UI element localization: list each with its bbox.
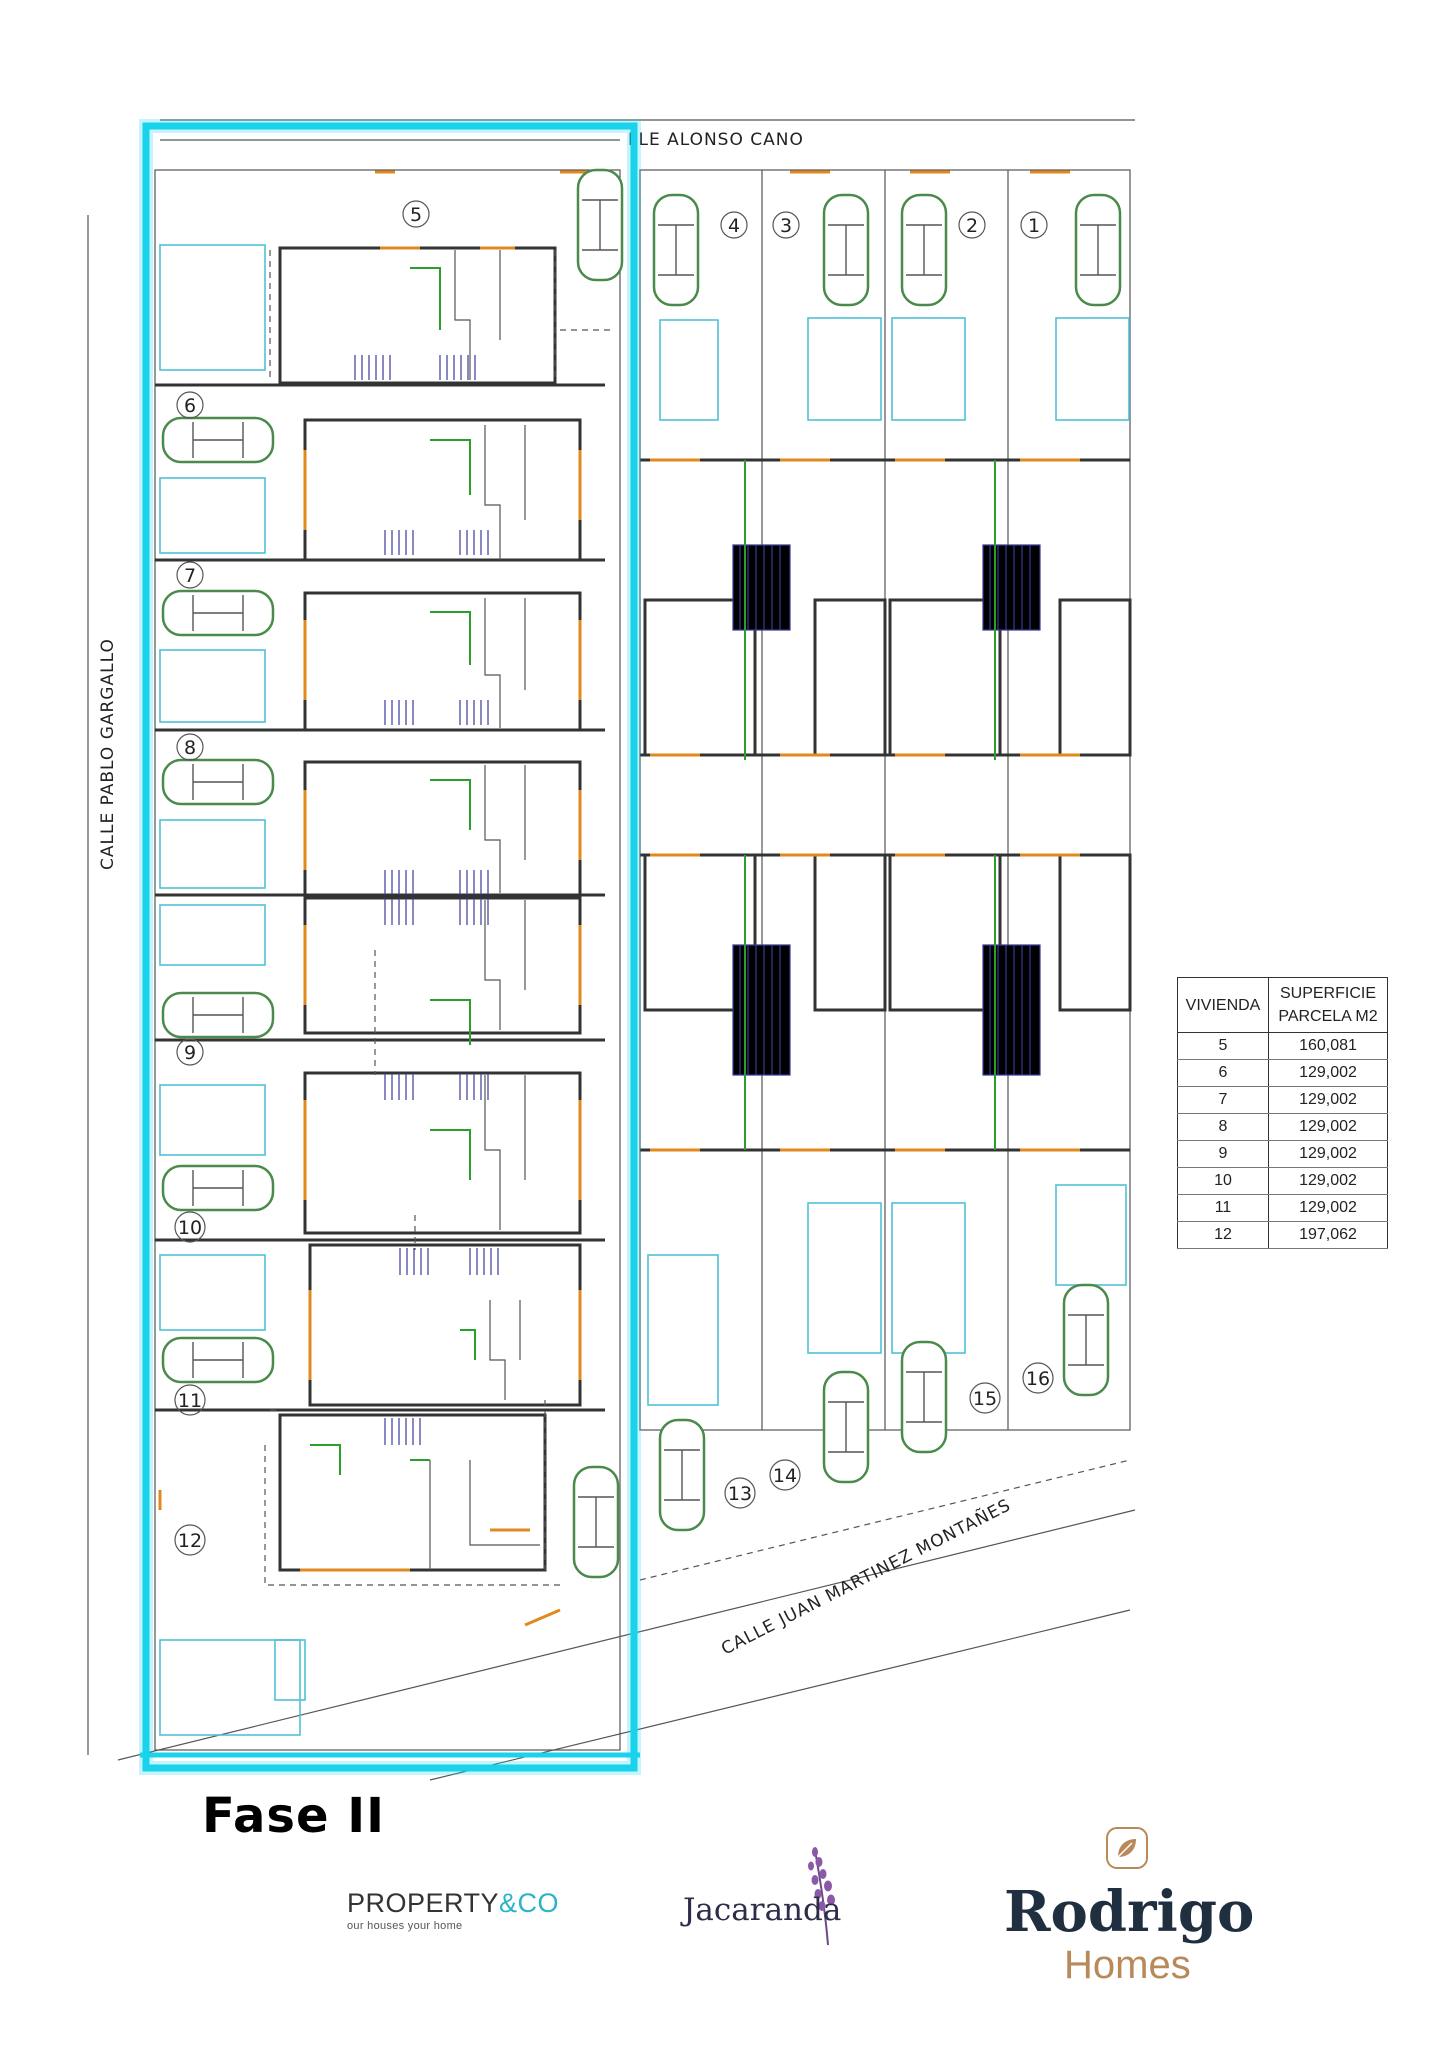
cell-vivienda: 8: [1177, 1113, 1269, 1141]
jacaranda-flower-icon: [808, 1847, 835, 1946]
svg-text:11: 11: [178, 1390, 202, 1412]
site-plan: LLE ALONSO CANO CALLE PABLO GARGALLO CAL…: [87, 119, 1136, 1781]
cell-vivienda: 11: [1177, 1194, 1269, 1222]
svg-text:7: 7: [184, 565, 196, 587]
cell-vivienda: 7: [1177, 1086, 1269, 1114]
property-co-amp: &CO: [499, 1888, 560, 1918]
rodrigo-wordmark: Rodrigo: [1004, 1879, 1255, 1945]
cell-superficie: 129,002: [1268, 1086, 1388, 1114]
street-lines: [87, 119, 1136, 1781]
homes-wordmark: Homes: [1064, 1943, 1191, 1987]
cell-superficie: 129,002: [1268, 1059, 1388, 1087]
phase-highlight: [139, 119, 641, 1775]
jacaranda-wordmark: Jacaranda: [683, 1892, 842, 1928]
plot-11: 11: [174, 1384, 206, 1416]
plot-13: 13: [724, 1477, 756, 1509]
plot-7: 7: [176, 561, 204, 589]
plot-numbers: 1 2 3 4 5 6 7 8 9 10 11 12 13 14 15 16: [174, 200, 1054, 1556]
plot-1: 1: [1020, 211, 1048, 239]
cell-superficie: 129,002: [1268, 1140, 1388, 1168]
svg-text:9: 9: [184, 1042, 196, 1064]
plot-6: 6: [176, 391, 204, 419]
cell-vivienda: 9: [1177, 1140, 1269, 1168]
svg-text:1: 1: [1028, 215, 1040, 237]
svg-text:4: 4: [728, 215, 740, 237]
table-header-vivienda: VIVIENDA: [1177, 977, 1269, 1033]
table-header-superficie: SUPERFICIE PARCELA M2: [1268, 977, 1388, 1033]
table-header-superficie-line2: PARCELA M2: [1278, 1008, 1378, 1025]
plot-14: 14: [769, 1459, 801, 1491]
property-co-main: PROPERTY: [347, 1888, 500, 1918]
plot-5: 5: [402, 200, 430, 228]
parked-cars: [161, 168, 1122, 1579]
cell-superficie: 129,002: [1268, 1194, 1388, 1222]
west-block: [154, 169, 621, 1751]
east-block: [560, 169, 1132, 1431]
cell-vivienda: 5: [1177, 1032, 1269, 1060]
phase-label: Fase II: [202, 1788, 385, 1844]
plot-12: 12: [174, 1524, 206, 1556]
jacaranda-logo: Jacaranda: [683, 1840, 873, 1950]
svg-text:2: 2: [966, 215, 978, 237]
svg-text:15: 15: [973, 1388, 997, 1410]
street-label-south: CALLE JUAN MARTINEZ MONTAÑES: [717, 1494, 1014, 1660]
rodrigo-leaf-icon: [1106, 1827, 1148, 1869]
property-co-tagline: our houses your home: [347, 1920, 463, 1932]
plot-9: 9: [176, 1038, 204, 1066]
cell-superficie: 129,002: [1268, 1167, 1388, 1195]
svg-text:12: 12: [178, 1530, 202, 1552]
cell-vivienda: 12: [1177, 1221, 1269, 1249]
svg-text:10: 10: [178, 1217, 202, 1239]
plot-15: 15: [969, 1382, 1001, 1414]
cell-vivienda: 10: [1177, 1167, 1269, 1195]
property-co-wordmark: PROPERTY&CO: [347, 1888, 559, 1919]
svg-text:5: 5: [410, 204, 422, 226]
svg-text:13: 13: [728, 1483, 752, 1505]
street-label-north: LLE ALONSO CANO: [628, 130, 804, 150]
svg-text:16: 16: [1026, 1368, 1050, 1390]
rodrigo-homes-logo: Rodrigo Homes: [1004, 1825, 1255, 1987]
cell-superficie: 129,002: [1268, 1113, 1388, 1141]
street-label-west: CALLE PABLO GARGALLO: [98, 638, 118, 870]
plot-16: 16: [1022, 1362, 1054, 1394]
svg-text:8: 8: [184, 737, 196, 759]
svg-text:3: 3: [780, 215, 792, 237]
plot-8: 8: [176, 733, 204, 761]
cell-vivienda: 6: [1177, 1059, 1269, 1087]
cell-superficie: 197,062: [1268, 1221, 1388, 1249]
property-co-logo: PROPERTY&CO our houses your home: [347, 1888, 559, 1932]
plot-2: 2: [958, 211, 986, 239]
cell-superficie: 160,081: [1268, 1032, 1388, 1060]
svg-text:6: 6: [184, 395, 196, 417]
plot-4: 4: [720, 211, 748, 239]
plot-10: 10: [174, 1211, 206, 1243]
table-header-superficie-line1: SUPERFICIE: [1279, 985, 1376, 1002]
svg-text:14: 14: [773, 1465, 797, 1487]
plot-3: 3: [772, 211, 800, 239]
